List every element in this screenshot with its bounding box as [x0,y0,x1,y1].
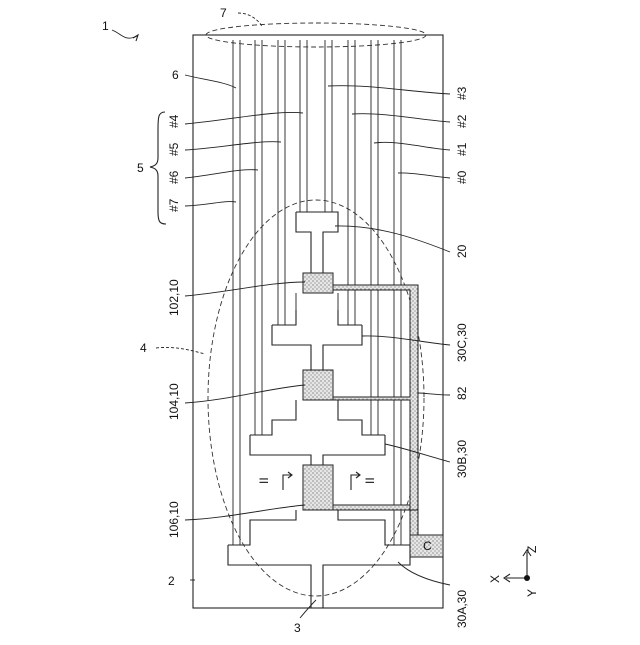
phase-shifter-102 [303,273,333,293]
label-30a: 30A,30 [455,590,469,628]
label-group: 5 [137,161,144,175]
splitter-30a [228,510,410,600]
axis-x-label: X [488,575,502,583]
bar-82-top [333,285,418,535]
label-ch1: #1 [455,142,469,156]
label-30c: 30C,30 [455,323,469,362]
axis-origin-dot [524,575,530,581]
leader-lines [112,13,450,618]
section-mark-right: II [363,477,377,484]
label-fig: 1 [102,19,109,33]
phase-shifter-104 [303,370,333,400]
coordinate-axes: Z X Y [488,546,539,597]
label-102: 102,10 [167,279,181,316]
splitter-30c [272,310,362,370]
label-30b: 30B,30 [455,440,469,478]
label-region: 4 [140,341,147,355]
label-bar: 82 [455,386,469,400]
group-brace [150,112,166,224]
label-ch4: #4 [167,114,181,128]
label-ch3: #3 [455,86,469,100]
port-3 [311,600,323,608]
label-ch0: #0 [455,170,469,184]
label-104: 104,10 [167,383,181,420]
splitter-30b [250,400,385,465]
label-housing: 2 [168,574,175,588]
section-mark-left: II [257,477,271,484]
label-ch5: #5 [167,142,181,156]
label-ch6: #6 [167,170,181,184]
label-106: 106,10 [167,501,181,538]
element-20 [296,212,338,276]
label-element: 20 [455,244,469,258]
label-port: 3 [294,621,301,635]
label-ends: 7 [220,6,227,20]
label-ch7: #7 [167,198,181,212]
label-ch2: #2 [455,114,469,128]
phase-shifter-106 [303,465,333,510]
housing-outline [193,35,443,608]
axis-y-label: Y [525,589,539,597]
label-lines: 6 [172,68,179,82]
pad-c-label: C [423,539,432,553]
axis-z-label: Z [525,546,539,553]
